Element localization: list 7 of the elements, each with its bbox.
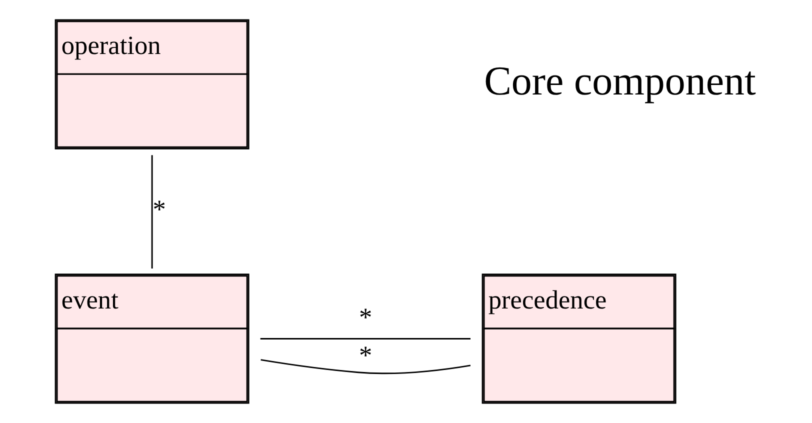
connector [260,338,470,340]
connector [150,155,152,269]
edge-label: * [358,341,372,370]
connector [260,359,470,374]
edge-label: * [152,194,166,224]
label: Core component [484,58,756,104]
edge-label: * [358,303,372,332]
